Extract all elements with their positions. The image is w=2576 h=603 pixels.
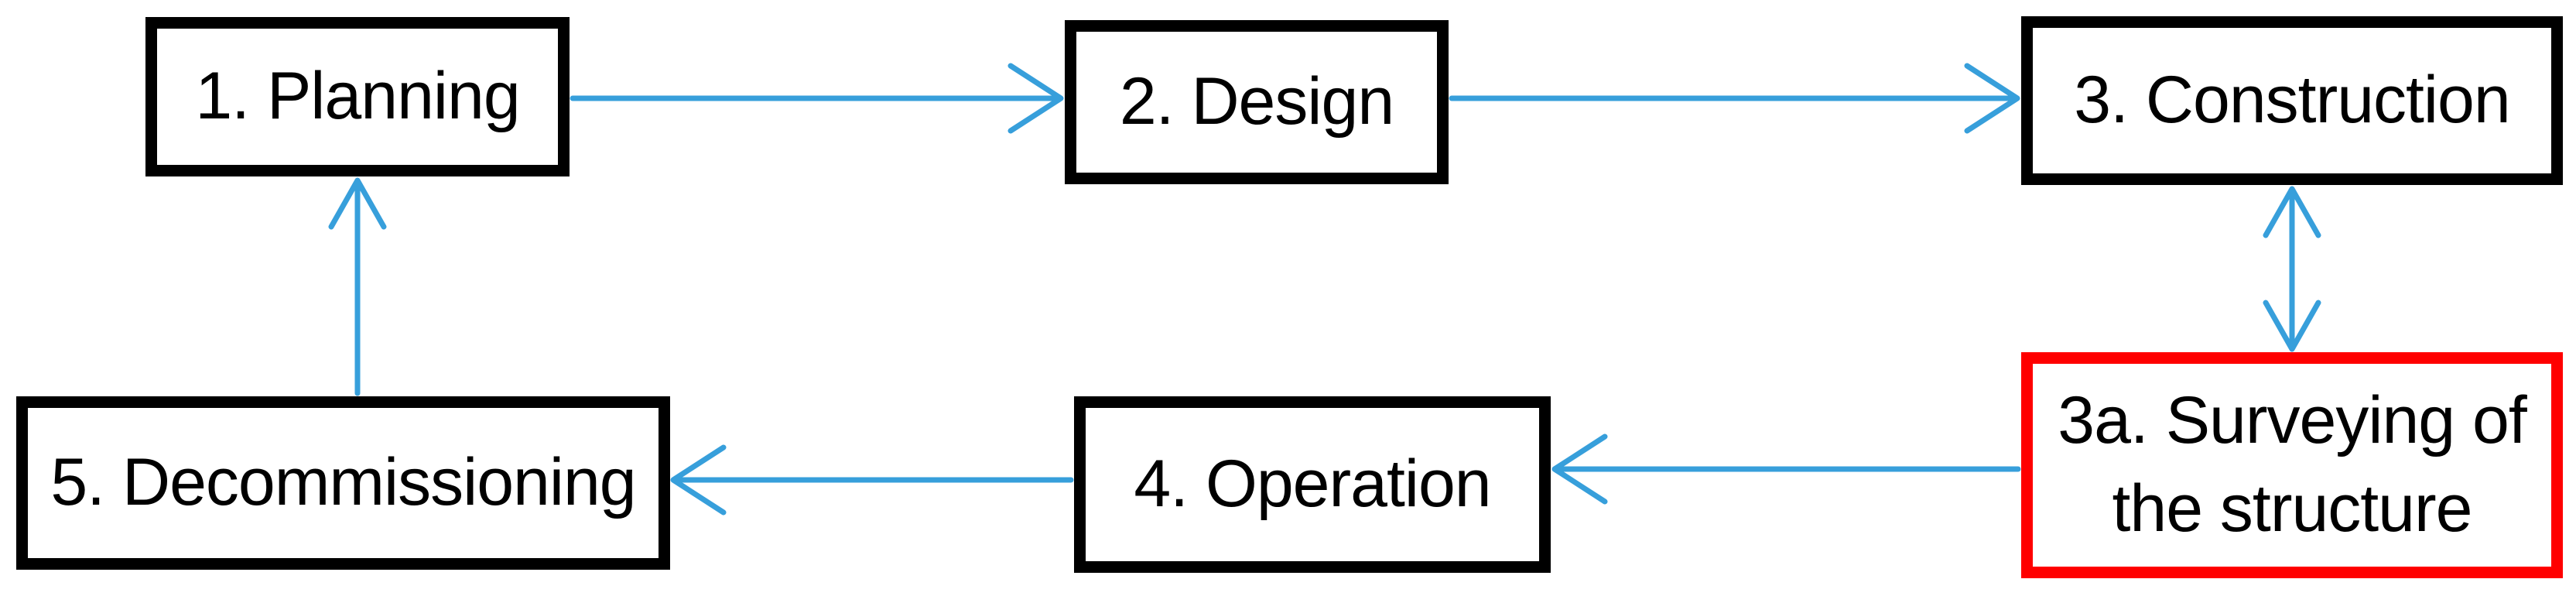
node-design-label: 2. Design: [1119, 64, 1394, 139]
arrow-design-to-construction: [1449, 63, 2020, 134]
node-decommissioning-label: 5. Decommissioning: [50, 445, 636, 520]
node-operation-label: 4. Operation: [1134, 447, 1491, 522]
node-operation: 4. Operation: [1074, 396, 1551, 573]
node-surveying-highlighted: 3a. Surveying of the structure: [2021, 352, 2563, 578]
node-construction-label: 3. Construction: [2074, 63, 2510, 138]
arrow-construction-surveying-bidirectional: [2263, 186, 2321, 352]
node-decommissioning: 5. Decommissioning: [16, 396, 670, 570]
arrow-surveying-to-operation: [1551, 433, 2021, 505]
node-construction: 3. Construction: [2021, 16, 2563, 185]
node-design: 2. Design: [1065, 20, 1449, 184]
node-surveying-label-line2: the structure: [2112, 471, 2472, 546]
arrow-operation-to-decommissioning: [670, 444, 1074, 516]
arrow-decommissioning-to-planning: [328, 177, 387, 396]
node-planning: 1. Planning: [145, 17, 570, 176]
arrow-planning-to-design: [570, 63, 1064, 134]
node-planning-label: 1. Planning: [195, 59, 520, 134]
node-surveying-label-line1: 3a. Surveying of: [2058, 383, 2526, 458]
node-surveying-label: 3a. Surveying of the structure: [2058, 377, 2526, 553]
